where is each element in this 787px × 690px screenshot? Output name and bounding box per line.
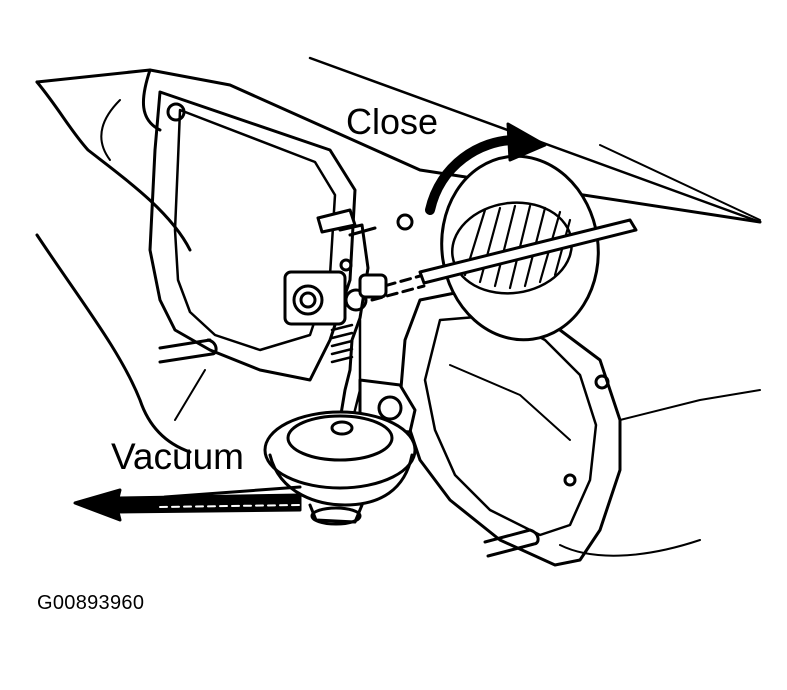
vacuum-actuator [263,378,417,526]
throttle-body-flange [148,90,414,382]
dowel-pins [158,338,540,558]
figure-code: G00893960 [37,592,145,614]
throttle-linkage [283,208,388,432]
vacuum-label: Vacuum [111,436,244,477]
close-arrow [425,122,547,215]
close-label: Close [346,101,439,142]
leader-line [174,369,206,421]
throttle-plate [368,154,638,342]
vacuum-arrow [73,485,302,522]
lower-flange [398,288,761,567]
